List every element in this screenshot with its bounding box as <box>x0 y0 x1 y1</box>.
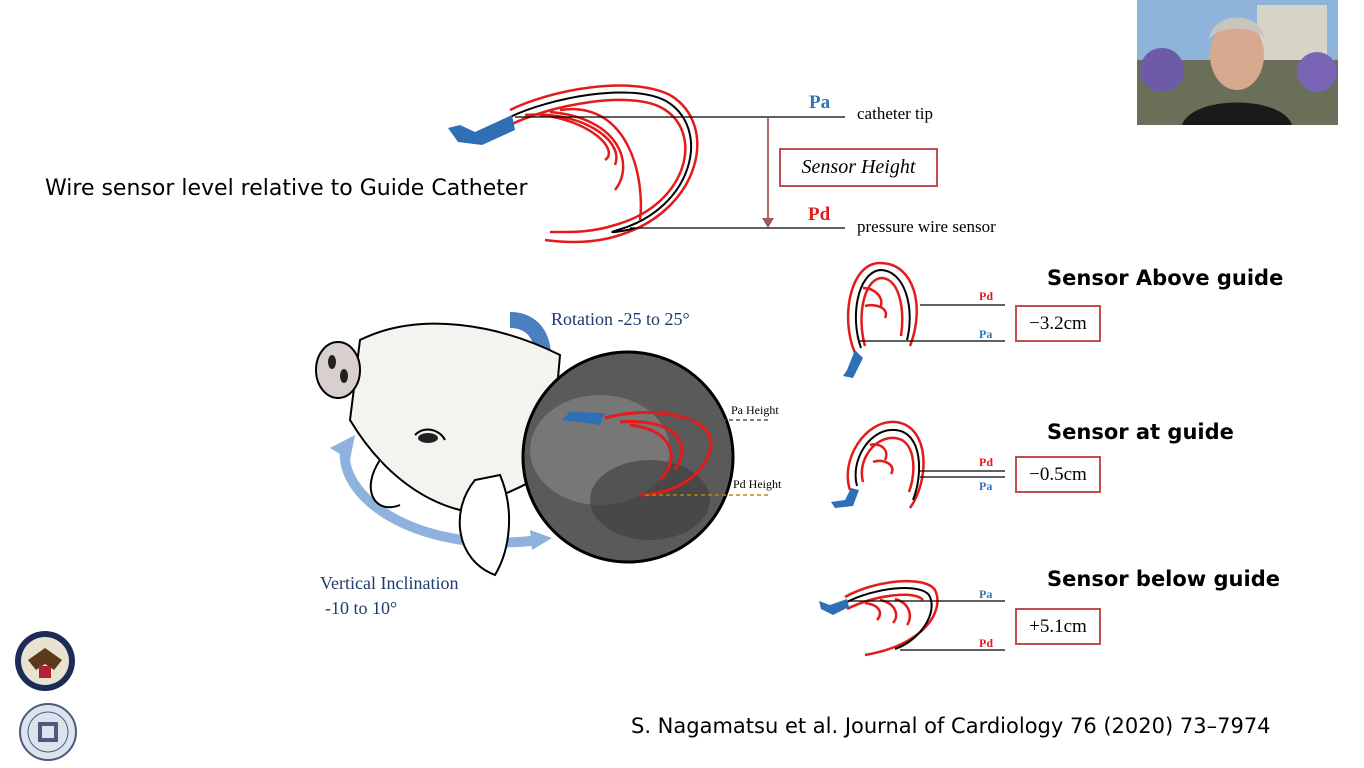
case2-upper-label: Pd <box>979 455 994 469</box>
case1-upper-label: Pd <box>979 289 994 303</box>
case2-value: −0.5cm <box>1029 463 1087 485</box>
case3-upper-label: Pa <box>979 587 993 601</box>
citation: S. Nagamatsu et al. Journal of Cardiolog… <box>631 714 1271 738</box>
case3-heading: Sensor below guide <box>1047 567 1280 591</box>
inclination-label-line2: -10 to 10° <box>325 598 398 618</box>
intro-label: Wire sensor level relative to Guide Cath… <box>45 176 528 201</box>
sensor-height-label: Sensor Height <box>801 156 916 178</box>
webcam-overlay <box>1137 0 1338 125</box>
case3-value-box: +5.1cm <box>1015 608 1101 645</box>
case1-lower-label: Pa <box>979 327 993 341</box>
university-of-california-seal-logo <box>19 703 77 761</box>
pa-description: catheter tip <box>857 104 933 123</box>
case-above-diagram <box>843 261 1005 378</box>
case1-heading: Sensor Above guide <box>1047 266 1284 290</box>
inclination-label-line1: Vertical Inclination <box>320 573 459 593</box>
pig-setup-illustration <box>315 312 770 577</box>
case1-value-box: −3.2cm <box>1015 305 1101 342</box>
rotation-label: Rotation -25 to 25° <box>551 309 690 329</box>
pd-height-label: Pd Height <box>733 477 782 491</box>
top-catheter-diagram <box>448 84 845 244</box>
case3-value: +5.1cm <box>1029 615 1087 637</box>
sensor-height-box: Sensor Height <box>779 148 938 187</box>
case3-lower-label: Pd <box>979 636 994 650</box>
case1-value: −3.2cm <box>1029 312 1087 334</box>
case-below-diagram <box>819 579 1005 657</box>
va-seal-logo <box>15 631 75 691</box>
webcam-scene <box>1137 0 1338 125</box>
pd-description: pressure wire sensor <box>857 217 996 236</box>
pd-label: Pd <box>808 204 831 225</box>
case2-value-box: −0.5cm <box>1015 456 1101 493</box>
pa-height-label: Pa Height <box>731 403 779 417</box>
case2-heading: Sensor at guide <box>1047 420 1234 444</box>
case-at-diagram <box>831 420 1005 509</box>
pa-label: Pa <box>809 92 831 113</box>
case2-lower-label: Pa <box>979 479 993 493</box>
